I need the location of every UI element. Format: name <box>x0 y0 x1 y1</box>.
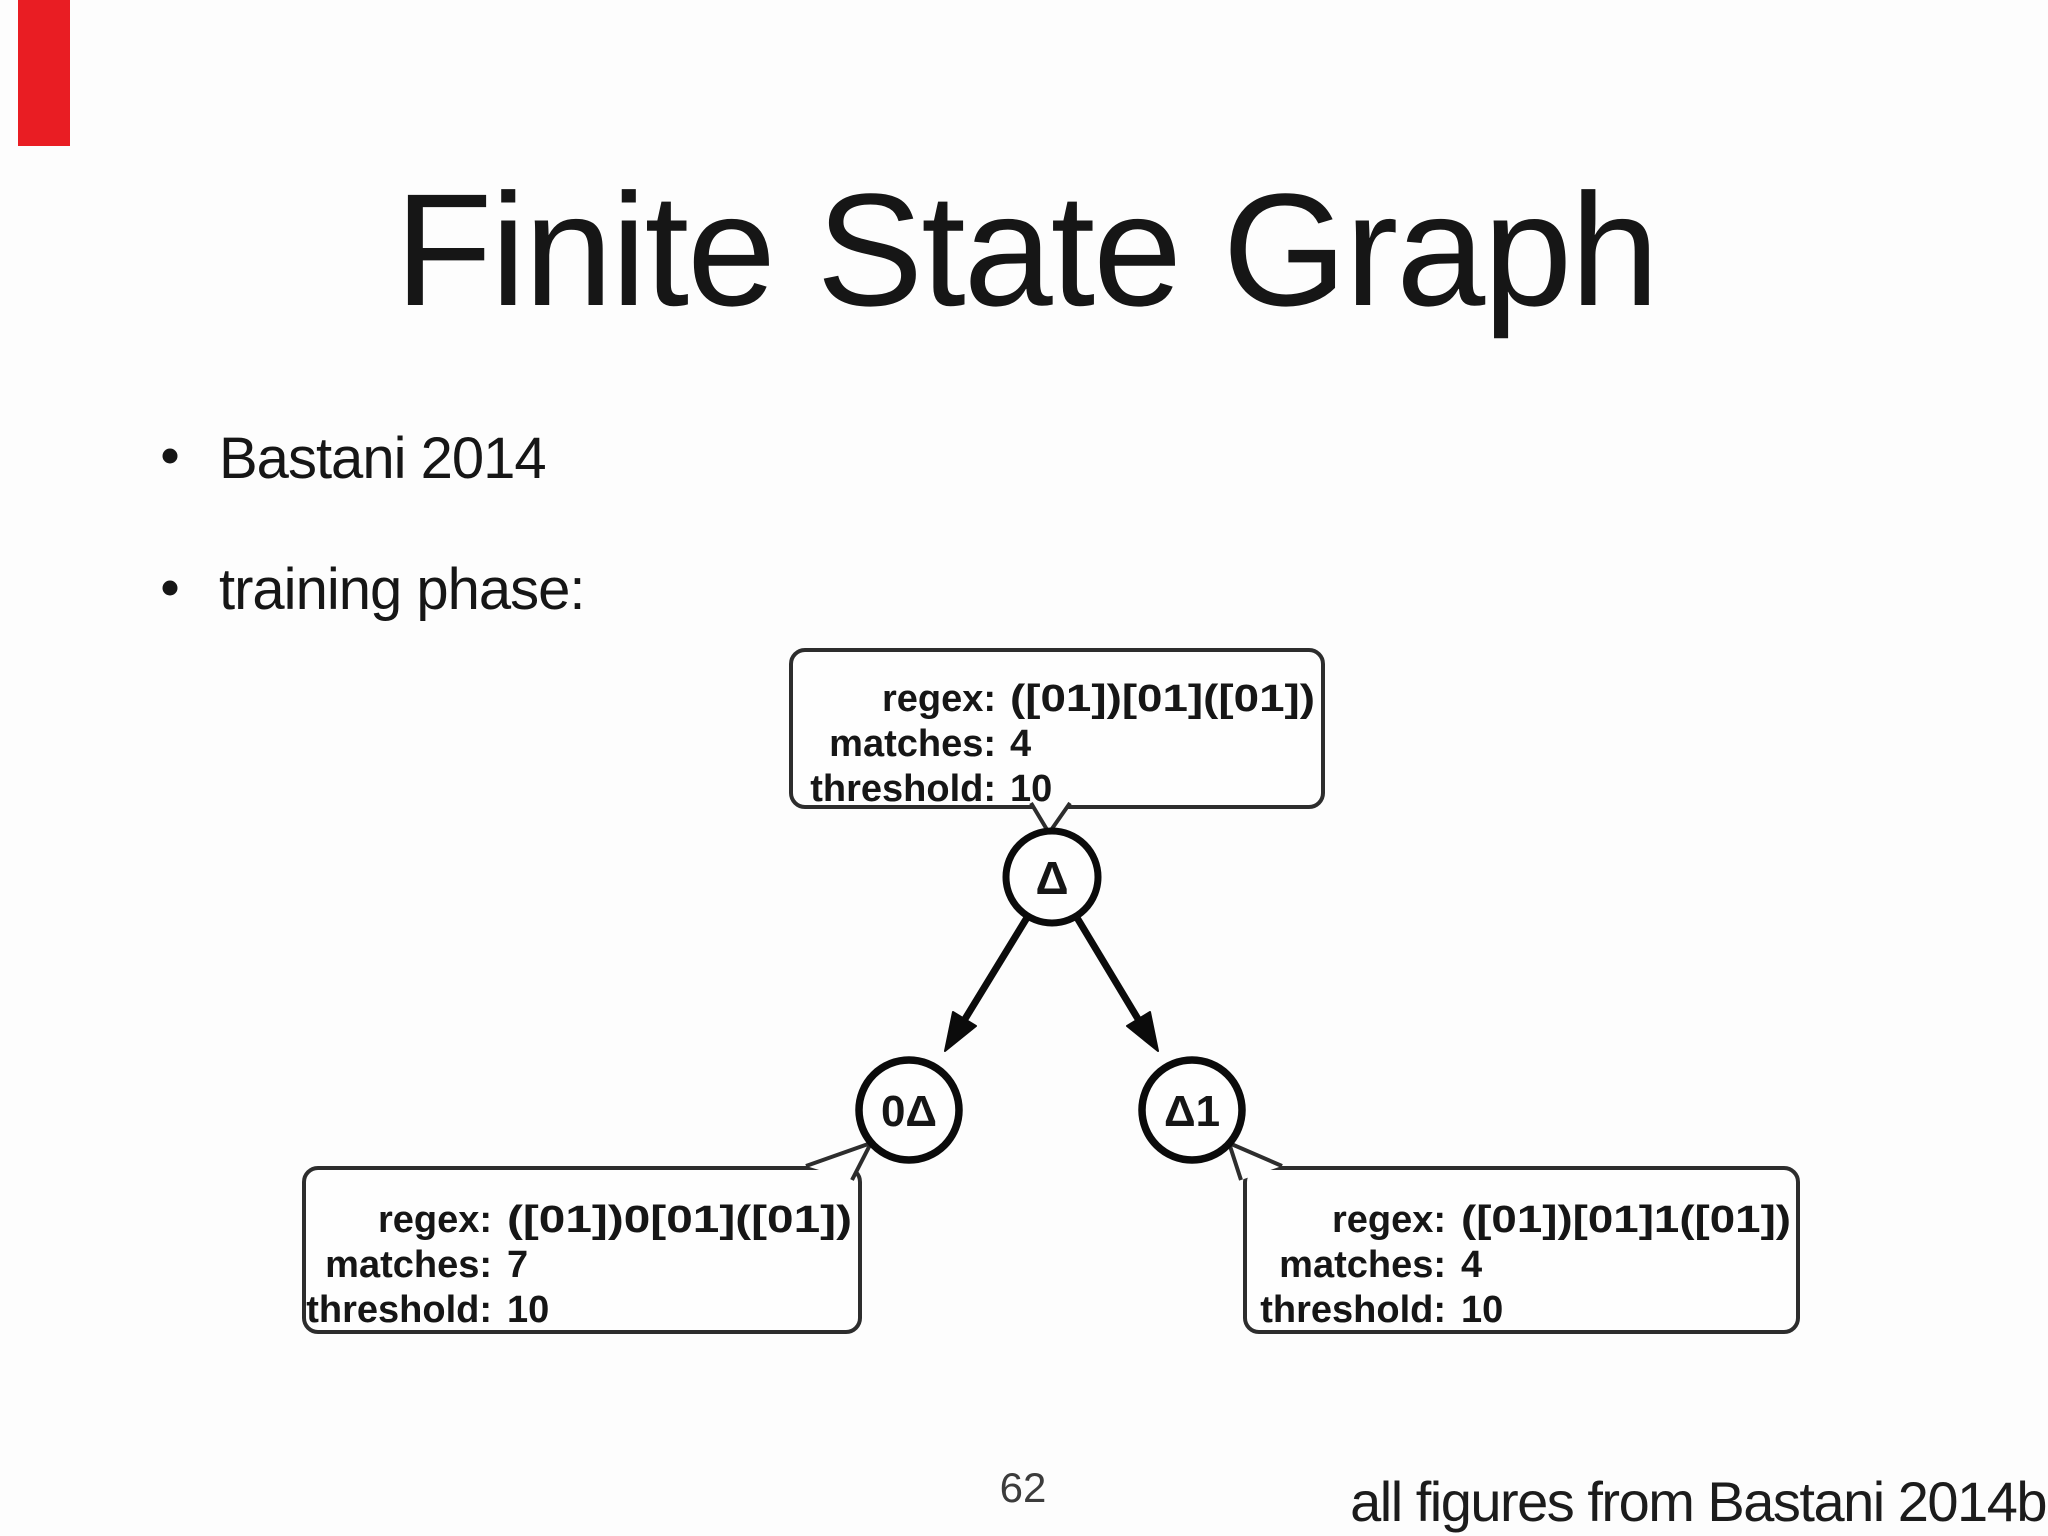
node-left-circle <box>855 1056 963 1164</box>
node-right-label: Δ1 <box>1164 1087 1220 1136</box>
callout-left-box <box>302 1166 862 1334</box>
callout-left: regex: ([01])0[01]([01]) matches: 7 thre… <box>302 1141 873 1334</box>
bullet-dot-icon <box>162 580 178 596</box>
bullet-dot-icon <box>162 448 178 464</box>
callout-left-regex-value: ([01])0[01]([01]) <box>507 1199 852 1241</box>
node-root-circle <box>1002 827 1102 927</box>
figure-credit: all figures from Bastani 2014b <box>1350 1470 2046 1533</box>
callout-right-matches-value: 4 <box>1461 1244 1482 1286</box>
page-title: Finite State Graph <box>395 160 1657 339</box>
edge-root-to-right <box>1073 914 1159 1052</box>
page-number: 62 <box>1000 1464 1047 1511</box>
callout-root-matches-label: matches: <box>829 723 996 765</box>
callout-right-regex-value: ([01])[01]1([01]) <box>1461 1199 1791 1241</box>
callout-left-matches-label: matches: <box>325 1244 492 1286</box>
callout-right-regex-label: regex: <box>1332 1199 1446 1241</box>
callout-right-threshold-value: 10 <box>1461 1289 1503 1331</box>
edge-right-shaft <box>1073 914 1141 1021</box>
node-left-label: 0Δ <box>881 1087 937 1136</box>
node-right-circle <box>1138 1056 1246 1164</box>
callout-root-threshold-value: 10 <box>1010 768 1052 810</box>
red-corner-marker-icon <box>18 0 70 146</box>
callout-root-regex-value: ([01])[01]([01]) <box>1010 678 1315 720</box>
node-root-label: Δ <box>1035 852 1068 904</box>
callout-right-matches-label: matches: <box>1279 1244 1446 1286</box>
edge-left-shaft <box>962 914 1031 1021</box>
callout-left-threshold-value: 10 <box>507 1289 549 1331</box>
callout-root-regex-label: regex: <box>882 678 996 720</box>
bullet-item-training-phase: training phase: <box>219 557 584 622</box>
callout-left-threshold-label: threshold: <box>306 1289 492 1331</box>
callout-root-matches-value: 4 <box>1010 723 1031 765</box>
callout-left-regex-label: regex: <box>378 1199 492 1241</box>
callout-left-matches-value: 7 <box>507 1244 528 1286</box>
callout-root: regex: ([01])[01]([01]) matches: 4 thres… <box>789 648 1325 835</box>
bullet-item-citation: Bastani 2014 <box>219 426 546 491</box>
callout-root-threshold-label: threshold: <box>810 768 996 810</box>
edge-root-to-left <box>944 914 1031 1052</box>
arrowhead-right-icon <box>1126 1011 1159 1052</box>
callout-right-threshold-label: threshold: <box>1260 1289 1446 1331</box>
callout-right-box <box>1243 1166 1800 1334</box>
callout-right: regex: ([01])[01]1([01]) matches: 4 thre… <box>1227 1141 1800 1334</box>
arrowhead-left-icon <box>944 1011 977 1052</box>
